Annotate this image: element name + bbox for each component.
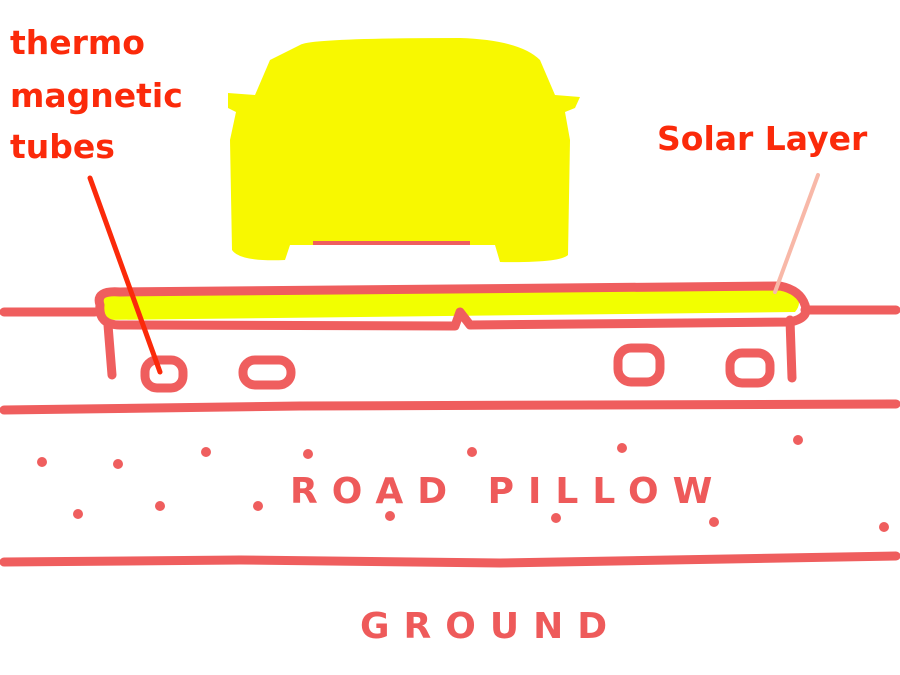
solar-pointer-line xyxy=(773,173,820,294)
car-silhouette xyxy=(228,38,580,263)
tubes-label-line1: thermo xyxy=(10,23,145,62)
tubes-label-line2: magnetic xyxy=(10,76,183,115)
road-pillow-label: ROAD PILLOW xyxy=(290,471,726,512)
tube xyxy=(725,348,775,388)
thermo-magnetic-tubes xyxy=(140,343,775,393)
solar-layer-label: Solar Layer xyxy=(657,119,868,158)
tubes-label-line3: tubes xyxy=(10,127,115,166)
tube-chamber-walls xyxy=(103,315,797,383)
tube xyxy=(140,355,188,393)
solar-layer xyxy=(100,290,799,320)
ground-label: GROUND xyxy=(360,606,621,647)
road-surface-line xyxy=(0,305,900,317)
road-pillow-top-line xyxy=(0,399,900,415)
tube xyxy=(238,355,296,390)
tube xyxy=(613,343,665,387)
ground-top-line xyxy=(0,551,900,568)
road-pillow-dots xyxy=(37,435,889,532)
tubes-pointer-line xyxy=(87,175,163,375)
